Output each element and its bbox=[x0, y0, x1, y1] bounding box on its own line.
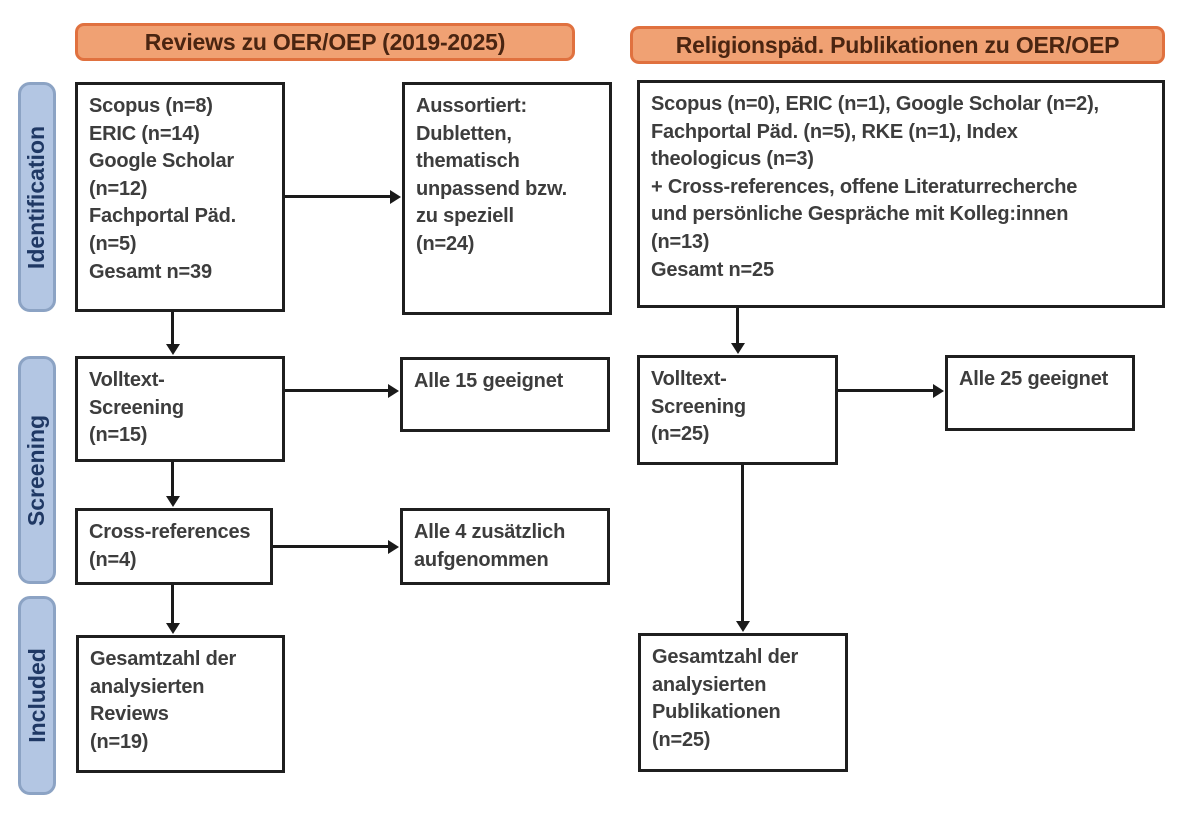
arrow-right-fulltext-to-total bbox=[741, 465, 744, 622]
column-header-religionspaed: Religionspäd. Publikationen zu OER/OEP bbox=[630, 26, 1165, 64]
box-left-sources: Scopus (n=8) ERIC (n=14) Google Scholar … bbox=[75, 82, 285, 312]
arrow-right-fulltext-to-eligible bbox=[838, 389, 934, 392]
arrow-left-crossref-to-total bbox=[171, 585, 174, 624]
phase-label-screening: Screening bbox=[18, 356, 56, 584]
box-right-sources: Scopus (n=0), ERIC (n=1), Google Scholar… bbox=[637, 80, 1165, 308]
phase-label-identification-text: Identification bbox=[23, 125, 50, 269]
box-right-fulltext-screening: Volltext- Screening (n=25) bbox=[637, 355, 838, 465]
box-left-fulltext-screening: Volltext- Screening (n=15) bbox=[75, 356, 285, 462]
box-right-eligible: Alle 25 geeignet bbox=[945, 355, 1135, 431]
arrow-left-fulltext-to-crossref bbox=[171, 462, 174, 497]
phase-label-screening-text: Screening bbox=[23, 414, 50, 526]
arrow-left-sources-to-excluded bbox=[285, 195, 391, 198]
box-left-total-included: Gesamtzahl der analysierten Reviews (n=1… bbox=[76, 635, 285, 773]
box-right-total-included: Gesamtzahl der analysierten Publikatione… bbox=[638, 633, 848, 772]
box-left-excluded: Aussortiert: Dubletten, thematisch unpas… bbox=[402, 82, 612, 315]
arrow-right-sources-to-fulltext bbox=[736, 308, 739, 344]
phase-label-identification: Identification bbox=[18, 82, 56, 312]
box-left-crossreferences: Cross-references (n=4) bbox=[75, 508, 273, 585]
box-left-eligible: Alle 15 geeignet bbox=[400, 357, 610, 432]
arrow-left-sources-to-fulltext bbox=[171, 312, 174, 345]
phase-label-included: Included bbox=[18, 596, 56, 795]
box-left-added: Alle 4 zusätzlich aufgenommen bbox=[400, 508, 610, 585]
phase-label-included-text: Included bbox=[23, 648, 50, 743]
arrow-left-fulltext-to-eligible bbox=[285, 389, 389, 392]
column-header-reviews: Reviews zu OER/OEP (2019-2025) bbox=[75, 23, 575, 61]
arrow-left-crossref-to-added bbox=[273, 545, 389, 548]
